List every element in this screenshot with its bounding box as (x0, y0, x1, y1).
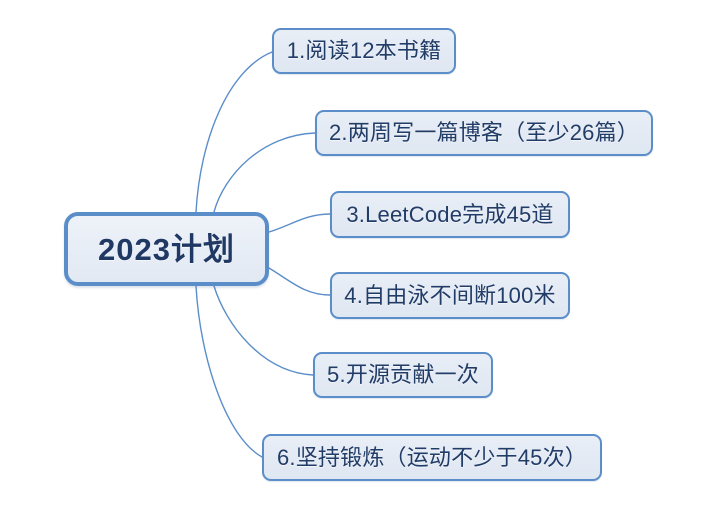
mindmap-branch-node-3[interactable]: 3.LeetCode完成45道 (330, 191, 570, 238)
connector-to-branch-2 (213, 132, 316, 213)
connector-to-branch-5 (213, 285, 314, 376)
branch-node-4-label: 4.自由泳不间断100米 (344, 282, 556, 308)
mindmap-branch-node-2[interactable]: 2.两周写一篇博客（至少26篇） (315, 110, 653, 156)
branch-node-1-label: 1.阅读12本书籍 (286, 38, 442, 63)
branch-node-6-label: 6.坚持锻炼（运动不少于45次） (276, 444, 588, 470)
branch-node-2-label: 2.两周写一篇博客（至少26篇） (328, 120, 640, 145)
connector-to-branch-6 (195, 285, 263, 458)
connector-to-branch-3 (268, 213, 331, 233)
branch-node-5-label: 5.开源贡献一次 (327, 362, 479, 387)
mindmap-root-node[interactable]: 2023计划 (64, 212, 269, 286)
connector-to-branch-4 (268, 267, 331, 296)
mindmap-branch-node-1[interactable]: 1.阅读12本书籍 (272, 28, 456, 74)
connector-to-branch-1 (195, 51, 273, 213)
branch-node-3-label: 3.LeetCode完成45道 (346, 201, 554, 227)
mindmap-branch-node-4[interactable]: 4.自由泳不间断100米 (330, 272, 570, 319)
mindmap-branch-node-5[interactable]: 5.开源贡献一次 (313, 352, 493, 398)
mindmap-branch-node-6[interactable]: 6.坚持锻炼（运动不少于45次） (262, 434, 602, 481)
root-node-label: 2023计划 (98, 231, 235, 267)
